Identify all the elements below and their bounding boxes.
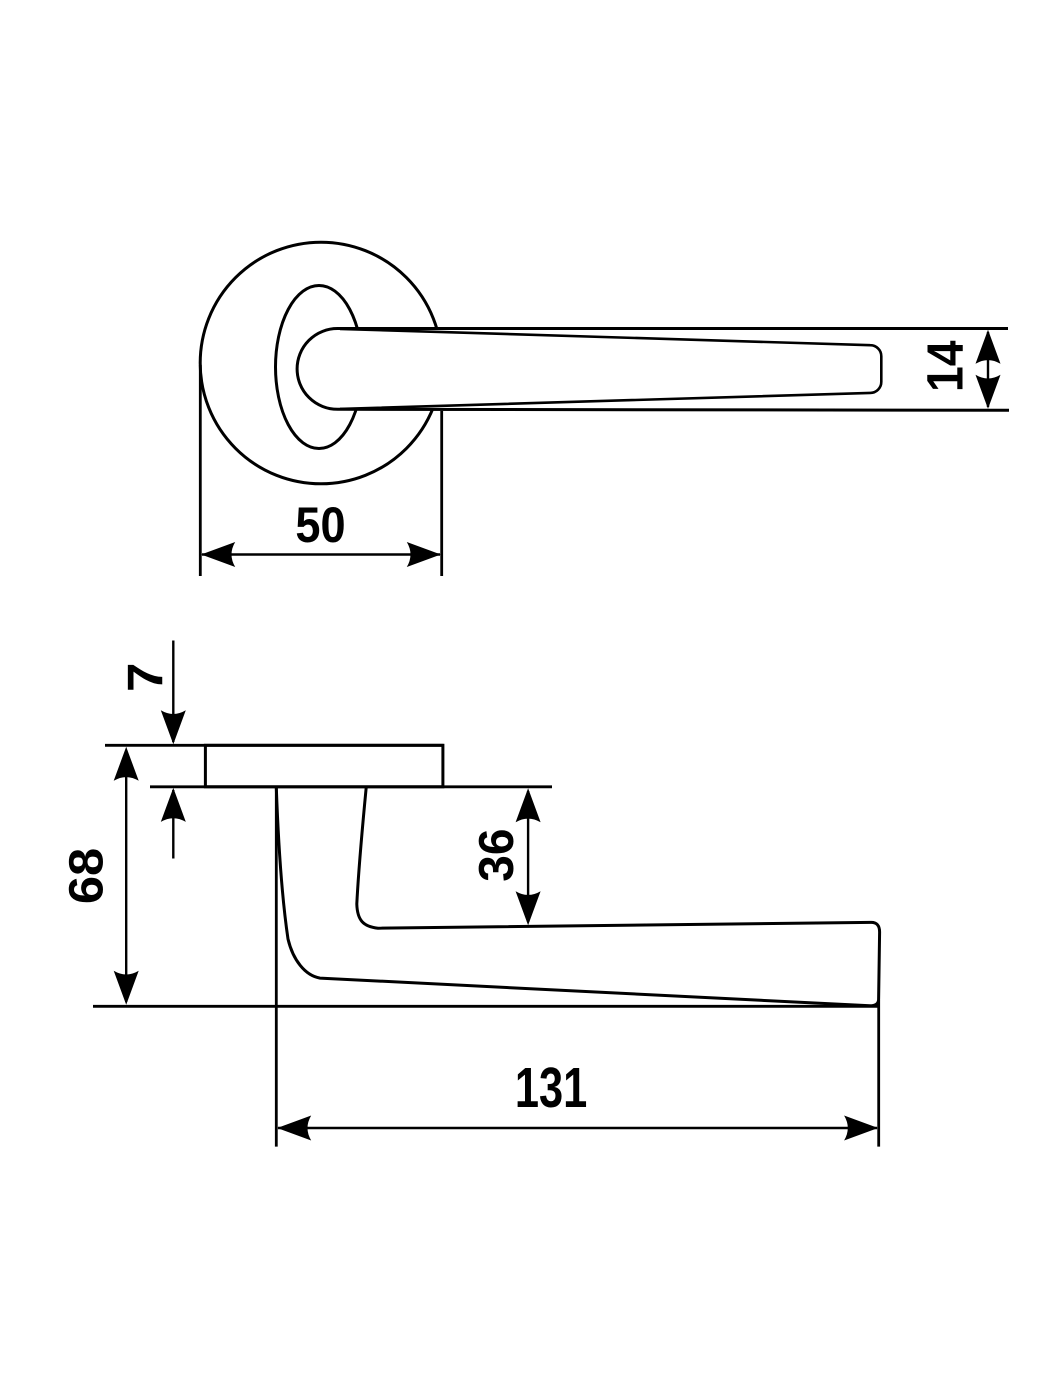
- svg-text:7: 7: [117, 663, 173, 693]
- svg-text:14: 14: [916, 340, 973, 392]
- svg-text:36: 36: [470, 829, 524, 882]
- svg-text:50: 50: [295, 497, 345, 553]
- svg-text:68: 68: [61, 848, 114, 904]
- svg-text:131: 131: [515, 1056, 587, 1120]
